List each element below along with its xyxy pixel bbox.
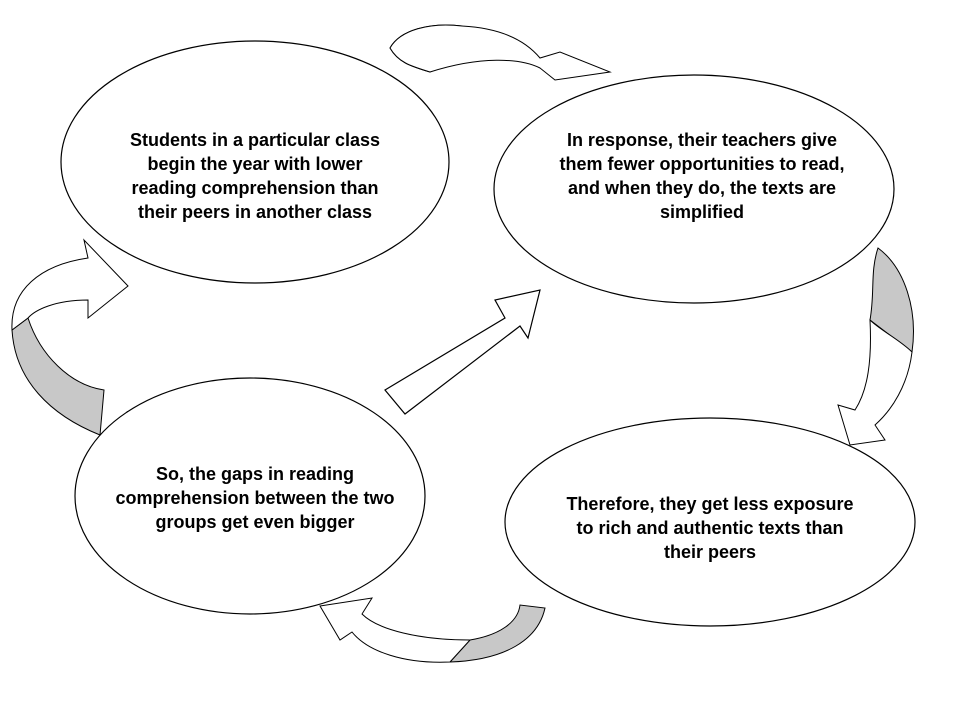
curved-arrow-left-shade bbox=[11, 317, 105, 436]
straight-arrow-diagonal bbox=[384, 289, 541, 415]
node-teachers-fewer-opportunities-text: In response, their teachers give them fe… bbox=[559, 130, 845, 222]
node-gaps-bigger: So, the gaps in reading comprehension be… bbox=[105, 446, 405, 550]
curved-arrow-top bbox=[389, 24, 612, 81]
node-gaps-bigger-text: So, the gaps in reading comprehension be… bbox=[115, 464, 395, 532]
curved-arrow-bottom-shade bbox=[448, 604, 546, 663]
curved-arrow-left-body bbox=[11, 238, 129, 331]
curved-arrow-right bbox=[837, 247, 914, 446]
curved-arrow-left bbox=[11, 238, 129, 436]
node-students-lower-comprehension: Students in a particular class begin the… bbox=[115, 98, 395, 254]
curved-arrow-top-body bbox=[389, 24, 612, 81]
node-less-exposure-text: Therefore, they get less exposure to ric… bbox=[566, 494, 854, 562]
ellipse-gaps-bigger bbox=[74, 377, 426, 615]
curved-arrow-bottom bbox=[319, 597, 546, 663]
ellipse-students-lower-comprehension bbox=[60, 40, 450, 284]
node-less-exposure: Therefore, they get less exposure to ric… bbox=[565, 478, 855, 578]
ellipse-less-exposure bbox=[504, 417, 916, 627]
curved-arrow-right-body bbox=[837, 318, 913, 446]
curved-arrow-bottom-body bbox=[319, 597, 472, 663]
node-teachers-fewer-opportunities: In response, their teachers give them fe… bbox=[552, 112, 852, 240]
node-students-lower-comprehension-text: Students in a particular class begin the… bbox=[129, 130, 381, 222]
ellipse-teachers-fewer-opportunities bbox=[493, 74, 895, 304]
